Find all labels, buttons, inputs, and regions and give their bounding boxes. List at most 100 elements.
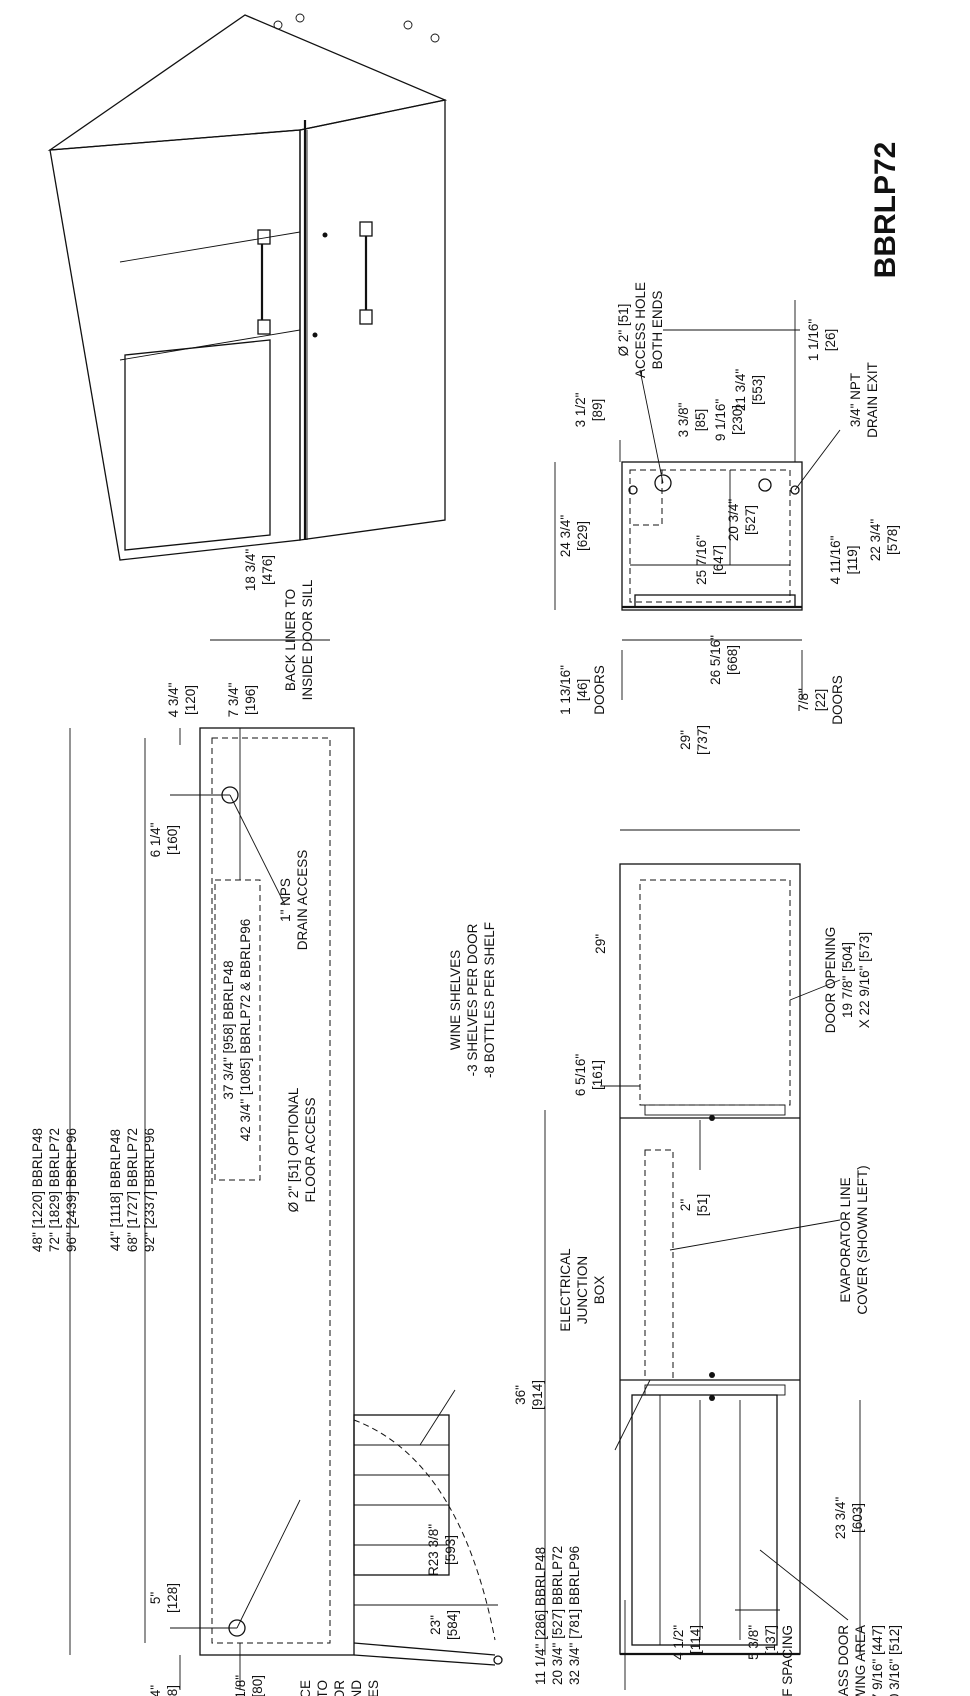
svg-text:[51]: [51] bbox=[695, 1194, 710, 1217]
svg-text:DRAIN EXIT: DRAIN EXIT bbox=[865, 362, 880, 438]
svg-text:[161]: [161] bbox=[590, 1060, 605, 1090]
svg-text:FLOOR ACCESS: FLOOR ACCESS bbox=[303, 1097, 318, 1202]
svg-text:7/8": 7/8" bbox=[796, 688, 811, 712]
svg-text:3/4" NPT: 3/4" NPT bbox=[848, 373, 863, 427]
svg-text:19 7/8" [504]: 19 7/8" [504] bbox=[840, 942, 855, 1018]
svg-text:48" [1220] BBRLP48: 48" [1220] BBRLP48 bbox=[30, 1128, 45, 1252]
side-view: 24 3/4" [629] 3 1/2" [89] Ø 2" [51] ACCE… bbox=[554, 282, 900, 725]
svg-text:[85]: [85] bbox=[693, 409, 708, 432]
svg-text:[914]: [914] bbox=[530, 1380, 545, 1410]
svg-text:5": 5" bbox=[148, 1592, 163, 1605]
svg-text:68" [1727] BBRLP72: 68" [1727] BBRLP72 bbox=[125, 1128, 140, 1252]
svg-text:2": 2" bbox=[678, 1199, 693, 1212]
svg-text:Ø 2" [51] OPTIONAL: Ø 2" [51] OPTIONAL bbox=[286, 1087, 301, 1212]
svg-text:44" [1118] BBRLP48: 44" [1118] BBRLP48 bbox=[108, 1129, 123, 1251]
svg-text:[137]: [137] bbox=[763, 1625, 778, 1655]
top-view: 48" [1220] BBRLP48 72" [1829] BBRLP72 96… bbox=[30, 549, 503, 1696]
svg-text:[476]: [476] bbox=[260, 555, 275, 585]
svg-text:21 3/4": 21 3/4" bbox=[733, 369, 748, 412]
svg-text:Ø 2" [51]: Ø 2" [51] bbox=[616, 304, 631, 357]
svg-text:BOTH ENDS: BOTH ENDS bbox=[650, 291, 665, 370]
svg-text:9 1/16": 9 1/16" bbox=[713, 399, 728, 442]
svg-text:[46]: [46] bbox=[575, 679, 590, 702]
svg-text:[230]: [230] bbox=[730, 405, 745, 435]
svg-text:37 3/4" [958] BBRLP48: 37 3/4" [958] BBRLP48 bbox=[221, 960, 236, 1099]
svg-text:ELECTRICAL: ELECTRICAL bbox=[558, 1248, 573, 1332]
svg-text:[668]: [668] bbox=[725, 645, 740, 675]
svg-text:[527]: [527] bbox=[743, 505, 758, 535]
svg-text:BACK LINER TO: BACK LINER TO bbox=[283, 589, 298, 691]
svg-text:WINE SHELVES: WINE SHELVES bbox=[366, 1680, 381, 1696]
svg-text:3 1/2": 3 1/2" bbox=[573, 392, 588, 427]
svg-text:[593]: [593] bbox=[443, 1535, 458, 1565]
svg-text:INSIDE DOOR SILL: INSIDE DOOR SILL bbox=[300, 579, 315, 700]
svg-text:X 20 3/16" [512]: X 20 3/16" [512] bbox=[887, 1625, 902, 1696]
svg-text:WINE SHELVES: WINE SHELVES bbox=[448, 950, 463, 1050]
svg-text:4 11/16": 4 11/16" bbox=[828, 535, 843, 584]
svg-text:1 13/16": 1 13/16" bbox=[558, 665, 573, 715]
svg-text:SHELF SPACING: SHELF SPACING bbox=[780, 1625, 795, 1696]
svg-text:[80]: [80] bbox=[250, 1675, 265, 1696]
svg-text:92" [2337] BBRLP96: 92" [2337] BBRLP96 bbox=[142, 1128, 157, 1252]
svg-text:1 1/16": 1 1/16" bbox=[806, 319, 821, 362]
svg-text:BOX: BOX bbox=[592, 1276, 607, 1305]
svg-text:[119]: [119] bbox=[845, 545, 860, 574]
svg-text:-3 SHELVES PER DOOR: -3 SHELVES PER DOOR bbox=[465, 923, 480, 1076]
svg-text:96" [2439] BBRLP96: 96" [2439] BBRLP96 bbox=[64, 1128, 79, 1252]
svg-text:DOORS: DOORS bbox=[592, 665, 607, 715]
svg-text:3 3/8": 3 3/8" bbox=[676, 402, 691, 437]
svg-text:5 3/8": 5 3/8" bbox=[746, 1625, 761, 1660]
svg-text:[114]: [114] bbox=[688, 1625, 703, 1654]
svg-text:[128]: [128] bbox=[165, 1583, 180, 1613]
isometric-view bbox=[47, 13, 448, 561]
svg-text:[160]: [160] bbox=[165, 825, 180, 855]
svg-text:[196]: [196] bbox=[243, 685, 258, 715]
svg-text:X 22 9/16" [573]: X 22 9/16" [573] bbox=[857, 932, 872, 1028]
svg-text:17 9/16" [447]: 17 9/16" [447] bbox=[870, 1625, 885, 1696]
svg-text:[647]: [647] bbox=[711, 545, 726, 575]
svg-text:72" [1829] BBRLP72: 72" [1829] BBRLP72 bbox=[47, 1128, 62, 1252]
svg-text:OPEN DOOR: OPEN DOOR bbox=[332, 1680, 347, 1696]
svg-text:24 3/4": 24 3/4" bbox=[558, 515, 573, 558]
svg-text:3 1/8": 3 1/8" bbox=[233, 1675, 248, 1696]
svg-text:EVAPORATOR LINE: EVAPORATOR LINE bbox=[838, 1177, 853, 1302]
svg-text:[578]: [578] bbox=[885, 525, 900, 555]
svg-text:29": 29" bbox=[593, 934, 608, 954]
svg-text:[26]: [26] bbox=[823, 329, 838, 352]
svg-text:[89]: [89] bbox=[590, 399, 605, 422]
svg-text:6 1/4": 6 1/4" bbox=[148, 822, 163, 857]
svg-text:6 1/4": 6 1/4" bbox=[148, 1685, 163, 1696]
svg-text:[158]: [158] bbox=[165, 1685, 180, 1696]
svg-text:4 1/2": 4 1/2" bbox=[671, 1625, 686, 1660]
svg-text:[120]: [120] bbox=[183, 685, 198, 715]
svg-text:42 3/4" [1085] BBRLP72 & BBRLP: 42 3/4" [1085] BBRLP72 & BBRLP96 bbox=[238, 919, 253, 1141]
svg-text:20 3/4" [527] BBRLP72: 20 3/4" [527] BBRLP72 bbox=[550, 1546, 565, 1685]
svg-text:26 5/16": 26 5/16" bbox=[708, 635, 723, 685]
svg-text:32 3/4" [781] BBRLP96: 32 3/4" [781] BBRLP96 bbox=[567, 1546, 582, 1685]
svg-text:COVER (SHOWN LEFT): COVER (SHOWN LEFT) bbox=[855, 1165, 870, 1314]
svg-text:DOORS: DOORS bbox=[830, 675, 845, 725]
svg-text:4 3/4": 4 3/4" bbox=[166, 682, 181, 717]
svg-text:DOOR OPENING: DOOR OPENING bbox=[823, 927, 838, 1034]
svg-text:GLASS DOOR: GLASS DOOR bbox=[836, 1625, 851, 1696]
svg-text:29": 29" bbox=[678, 730, 693, 750]
svg-text:11 1/4" [286] BBRLP48: 11 1/4" [286] BBRLP48 bbox=[533, 1547, 548, 1685]
svg-text:REQUIRED TO: REQUIRED TO bbox=[315, 1680, 330, 1696]
svg-text:DRAIN ACCESS: DRAIN ACCESS bbox=[295, 850, 310, 951]
svg-text:1" NPS: 1" NPS bbox=[278, 878, 293, 922]
svg-text:JUNCTION: JUNCTION bbox=[575, 1256, 590, 1324]
svg-text:R23 3/8": R23 3/8" bbox=[426, 1524, 441, 1576]
svg-text:22 3/4": 22 3/4" bbox=[868, 519, 883, 562]
model-title: BBRLP72 bbox=[869, 142, 902, 279]
svg-text:23 3/4": 23 3/4" bbox=[833, 1497, 848, 1540]
svg-text:VIEWING AREA: VIEWING AREA bbox=[853, 1625, 868, 1696]
svg-text:[22]: [22] bbox=[813, 689, 828, 712]
svg-text:-8 BOTTLES PER SHELF: -8 BOTTLES PER SHELF bbox=[482, 922, 497, 1078]
svg-text:7 3/4": 7 3/4" bbox=[226, 682, 241, 717]
svg-text:6 5/16": 6 5/16" bbox=[573, 1054, 588, 1097]
svg-text:CLEARANCE: CLEARANCE bbox=[298, 1680, 313, 1696]
svg-text:ACCESS HOLE: ACCESS HOLE bbox=[633, 282, 648, 378]
svg-text:23": 23" bbox=[428, 1615, 443, 1635]
svg-text:94 " & EXTEND: 94 " & EXTEND bbox=[349, 1680, 364, 1696]
